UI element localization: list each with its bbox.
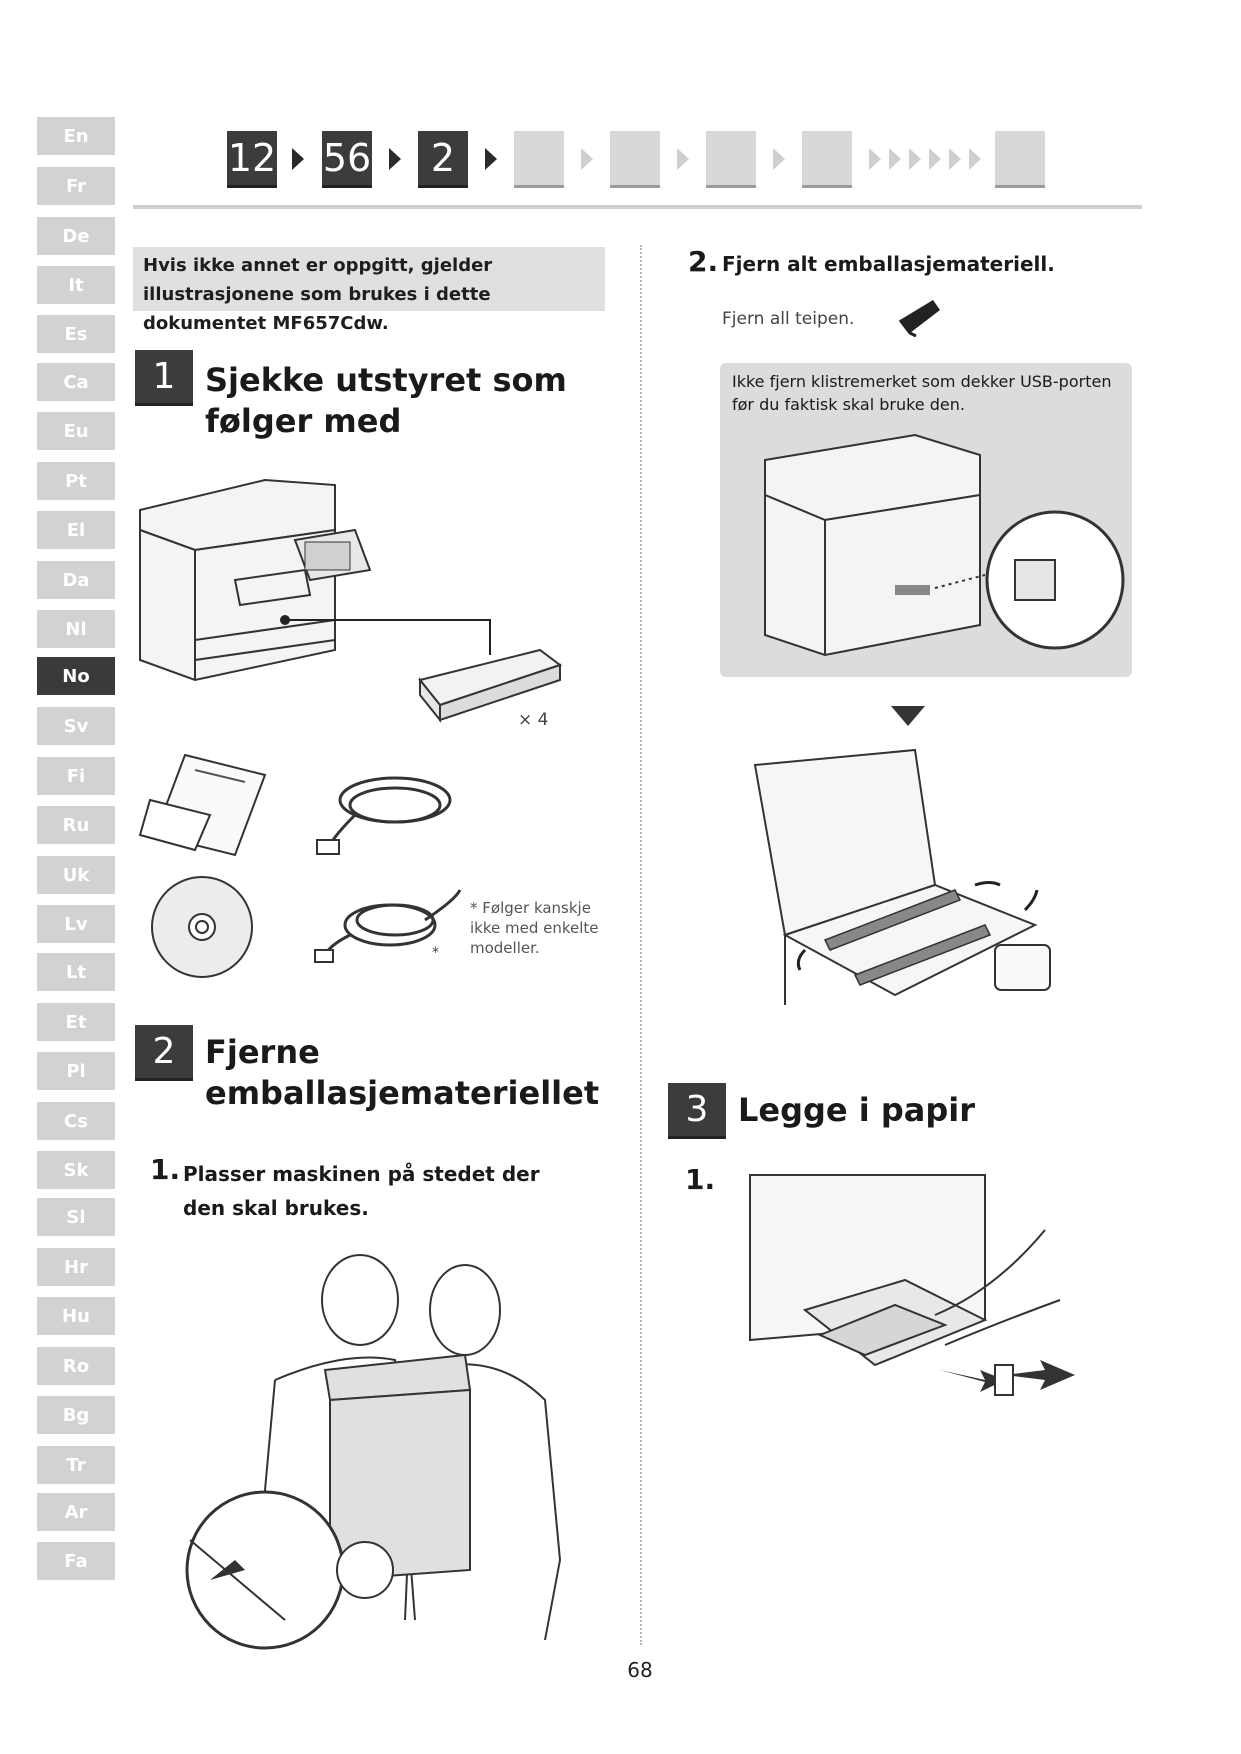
language-tab-lv[interactable]: Lv xyxy=(37,905,115,943)
progress-step-pending xyxy=(610,131,660,188)
step-instruction: Plasser maskinen på stedet der den skal … xyxy=(183,1157,583,1225)
progress-arrow-icon xyxy=(773,148,785,170)
tape-icon xyxy=(898,298,943,343)
language-tab-cs[interactable]: Cs xyxy=(37,1102,115,1140)
scanner-packaging-illustration xyxy=(745,745,1075,1015)
step-number: 1. xyxy=(685,1163,715,1196)
step-number: 1. xyxy=(150,1153,180,1186)
language-tab-de[interactable]: De xyxy=(37,217,115,255)
language-tab-pt[interactable]: Pt xyxy=(37,462,115,500)
progress-step-pending xyxy=(802,131,852,188)
language-tab-ar[interactable]: Ar xyxy=(37,1493,115,1531)
language-tab-nl[interactable]: Nl xyxy=(37,610,115,648)
section-number-2: 2 xyxy=(135,1025,193,1081)
progress-step-final xyxy=(995,131,1045,188)
language-tab-lt[interactable]: Lt xyxy=(37,953,115,991)
progress-arrow-icon xyxy=(581,148,593,170)
language-tab-fa[interactable]: Fa xyxy=(37,1542,115,1580)
language-tab-hr[interactable]: Hr xyxy=(37,1248,115,1286)
section-number-1: 1 xyxy=(135,350,193,406)
footnote: * Følger kanskje ikke med enkelte modell… xyxy=(470,898,620,958)
progress-arrow-icon xyxy=(485,148,497,170)
phone-cable-icon xyxy=(315,880,465,980)
step-instruction: Fjern alt emballasjemateriell. xyxy=(722,247,1122,281)
language-tab-it[interactable]: It xyxy=(37,266,115,304)
language-tab-eu[interactable]: Eu xyxy=(37,412,115,450)
language-tab-fr[interactable]: Fr xyxy=(37,167,115,205)
language-tab-tr[interactable]: Tr xyxy=(37,1446,115,1484)
progress-arrow-icon xyxy=(889,148,901,170)
language-tab-ru[interactable]: Ru xyxy=(37,806,115,844)
language-tab-sv[interactable]: Sv xyxy=(37,707,115,745)
documents-illustration xyxy=(135,750,275,860)
tape-instruction: Fjern all teipen. xyxy=(722,309,854,329)
language-tab-sk[interactable]: Sk xyxy=(37,1151,115,1189)
language-tab-pl[interactable]: Pl xyxy=(37,1052,115,1090)
language-tab-bg[interactable]: Bg xyxy=(37,1396,115,1434)
progress-arrow-icon xyxy=(969,148,981,170)
usb-warning-text: Ikke fjern klistremerket som dekker USB-… xyxy=(732,370,1122,416)
header-rule xyxy=(133,205,1142,209)
down-arrow-icon xyxy=(891,706,925,726)
progress-arrow-icon xyxy=(909,148,921,170)
usb-port-illustration xyxy=(745,420,1125,660)
language-tab-el[interactable]: El xyxy=(37,511,115,549)
progress-arrow-icon xyxy=(389,148,401,170)
progress-step-current-3: 2 xyxy=(418,131,468,188)
footnote-marker: * xyxy=(432,945,439,961)
language-tab-hu[interactable]: Hu xyxy=(37,1297,115,1335)
progress-arrow-icon xyxy=(869,148,881,170)
paper-drawer-illustration xyxy=(745,1170,1075,1410)
model-note: Hvis ikke annet er oppgitt, gjelder illu… xyxy=(133,247,605,311)
section-number-3: 3 xyxy=(668,1083,726,1139)
progress-arrow-icon xyxy=(949,148,961,170)
power-cable-icon xyxy=(315,760,465,860)
language-tab-ca[interactable]: Ca xyxy=(37,363,115,401)
language-tab-no[interactable]: No xyxy=(37,657,115,695)
toner-cartridge-illustration xyxy=(415,645,565,720)
page-number: 68 xyxy=(600,1658,680,1682)
language-tab-fi[interactable]: Fi xyxy=(37,757,115,795)
language-tab-et[interactable]: Et xyxy=(37,1003,115,1041)
language-tab-ro[interactable]: Ro xyxy=(37,1347,115,1385)
language-tab-uk[interactable]: Uk xyxy=(37,856,115,894)
progress-arrow-icon xyxy=(292,148,304,170)
language-tab-sl[interactable]: Sl xyxy=(37,1198,115,1236)
language-tab-en[interactable]: En xyxy=(37,117,115,155)
toner-quantity: × 4 xyxy=(518,710,548,730)
progress-step-pending xyxy=(514,131,564,188)
progress-arrow-icon xyxy=(929,148,941,170)
progress-step-current-1: 12 xyxy=(227,131,277,188)
progress-arrow-icon xyxy=(677,148,689,170)
language-tab-da[interactable]: Da xyxy=(37,561,115,599)
column-divider xyxy=(640,245,642,1645)
cd-rom-icon xyxy=(150,875,255,980)
progress-step-current-2: 56 xyxy=(322,131,372,188)
step-number: 2. xyxy=(688,245,718,278)
progress-step-pending xyxy=(706,131,756,188)
language-tab-es[interactable]: Es xyxy=(37,315,115,353)
section-title-3: Legge i papir xyxy=(738,1090,975,1131)
people-carrying-printer-illustration xyxy=(165,1240,605,1650)
